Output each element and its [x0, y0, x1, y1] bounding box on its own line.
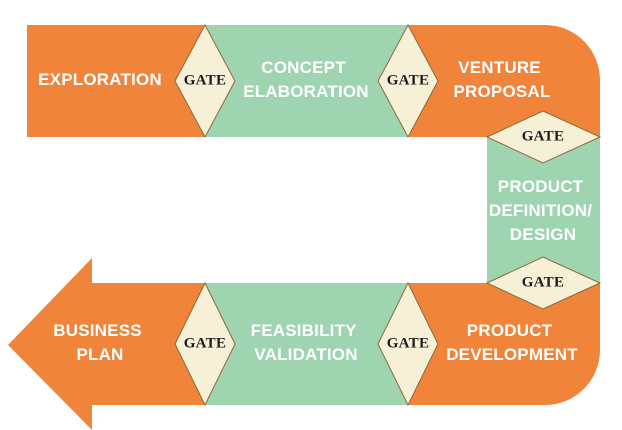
gate-1-label: GATE: [184, 72, 227, 88]
gate-4-label: GATE: [522, 274, 565, 290]
stage-business-plan-line-2: PLAN: [76, 345, 123, 364]
stage-feasibility-validation-line-2: VALIDATION: [254, 345, 357, 364]
stage-product-development-label: PRODUCT DEVELOPMENT: [446, 321, 578, 364]
stage-concept-elaboration-label: CONCEPT ELABORATION: [243, 58, 369, 101]
stage-product-definition-label: PRODUCT DEFINITION/ DESIGN: [489, 177, 597, 244]
gate-6-label: GATE: [184, 335, 227, 351]
gate-2-label: GATE: [387, 72, 430, 88]
gate-1: GATE: [174, 23, 236, 139]
stage-venture-proposal-label: VENTURE PROPOSAL: [453, 58, 550, 101]
stage-business-plan-label: BUSINESS PLAN: [53, 321, 146, 364]
stage-feasibility-validation-line-1: FEASIBILITY: [251, 321, 358, 340]
stage-panel-feasibility-validation: [205, 283, 408, 405]
stage-concept-elaboration-line-1: CONCEPT: [261, 58, 346, 77]
stage-venture-proposal-line-2: PROPOSAL: [453, 82, 550, 101]
stage-venture-proposal-line-1: VENTURE: [458, 58, 541, 77]
stage-concept-elaboration-line-2: ELABORATION: [243, 82, 369, 101]
stage-product-development-line-1: PRODUCT: [467, 321, 553, 340]
gate-3: GATE: [485, 110, 602, 164]
stage-product-development-line-2: DEVELOPMENT: [446, 345, 578, 364]
stage-feasibility-validation-label: FEASIBILITY VALIDATION: [251, 321, 362, 364]
stage-panel-concept-elaboration: [205, 25, 408, 137]
stage-business-plan-line-1: BUSINESS: [53, 321, 142, 340]
stage-exploration-label: EXPLORATION: [38, 70, 162, 89]
gate-5: GATE: [377, 281, 439, 407]
gate-2: GATE: [377, 23, 439, 139]
stage-product-definition-line-1: PRODUCT: [498, 177, 584, 196]
process-band: [8, 25, 600, 430]
gate-3-label: GATE: [522, 128, 565, 144]
stage-exploration-line-1: EXPLORATION: [38, 70, 162, 89]
gate-6: GATE: [174, 281, 236, 407]
stage-product-definition-line-2: DEFINITION/: [489, 201, 592, 220]
gate-5-label: GATE: [387, 335, 430, 351]
gate-4: GATE: [485, 256, 602, 310]
stage-product-definition-line-3: DESIGN: [510, 225, 576, 244]
